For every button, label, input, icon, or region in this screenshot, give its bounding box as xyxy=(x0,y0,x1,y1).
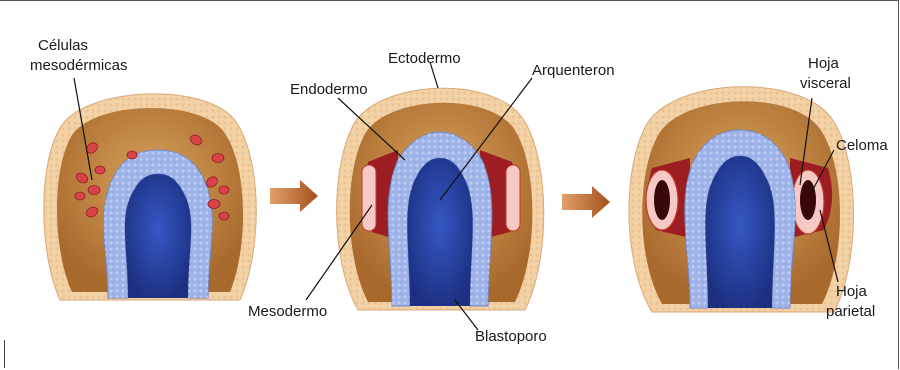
label-hoja-visceral-line1: Hoja xyxy=(808,55,840,72)
label-endodermo: Endodermo xyxy=(290,81,368,98)
arrow-right-icon xyxy=(270,180,318,212)
label-mesodermo: Mesodermo xyxy=(248,303,327,320)
embryo-stage-3 xyxy=(629,87,854,312)
archenteron xyxy=(125,174,191,298)
label-hoja-parietal-line1: Hoja xyxy=(836,283,868,300)
archenteron xyxy=(407,158,472,306)
label-celoma: Celoma xyxy=(836,137,888,154)
coelom-right xyxy=(792,170,824,234)
arrow-right-icon xyxy=(562,186,610,218)
label-ectodermo: Ectodermo xyxy=(388,50,461,67)
label-hoja-visceral-line2: visceral xyxy=(800,75,851,92)
mesoderm-cells-right xyxy=(506,165,520,231)
label-arquenteron: Arquenteron xyxy=(532,62,615,79)
label-celulas-line2: mesodérmicas xyxy=(30,57,128,74)
archenteron xyxy=(705,156,774,308)
label-blastoporo: Blastoporo xyxy=(475,328,547,345)
label-hoja-parietal-line2: parietal xyxy=(826,303,875,320)
label-celulas-line1: Células xyxy=(38,37,88,54)
coelom-left xyxy=(646,170,678,230)
mesoderm-cells-left xyxy=(362,165,376,231)
embryo-stage-1 xyxy=(44,94,257,300)
